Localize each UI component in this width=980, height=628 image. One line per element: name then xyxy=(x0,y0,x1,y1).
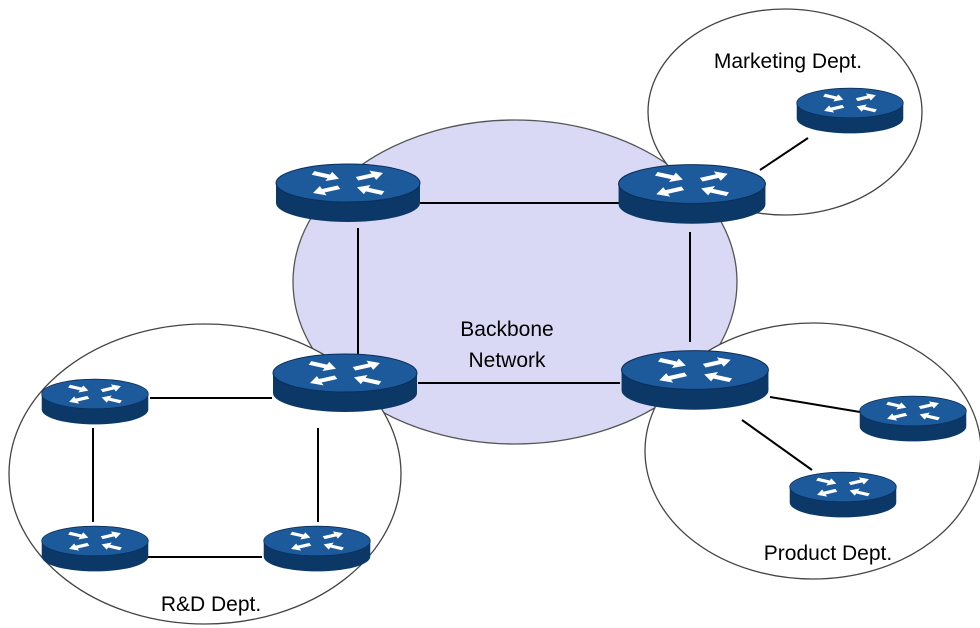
router-icon xyxy=(622,351,769,410)
backbone-label-line2: Network xyxy=(468,349,546,372)
router-icon xyxy=(264,526,371,571)
backbone-label-line1: Backbone xyxy=(460,318,553,341)
router-icon xyxy=(42,526,149,571)
router-icon xyxy=(790,472,897,517)
rnd-dept-label: R&D Dept. xyxy=(161,593,261,616)
marketing-dept-label: Marketing Dept. xyxy=(714,50,862,73)
router-icon xyxy=(619,165,766,224)
product-dept-label: Product Dept. xyxy=(764,542,892,565)
router-icon xyxy=(797,88,904,133)
router-icon xyxy=(276,164,420,222)
router-icon xyxy=(273,354,417,412)
router-icon xyxy=(860,396,967,441)
router-icon xyxy=(42,379,149,424)
